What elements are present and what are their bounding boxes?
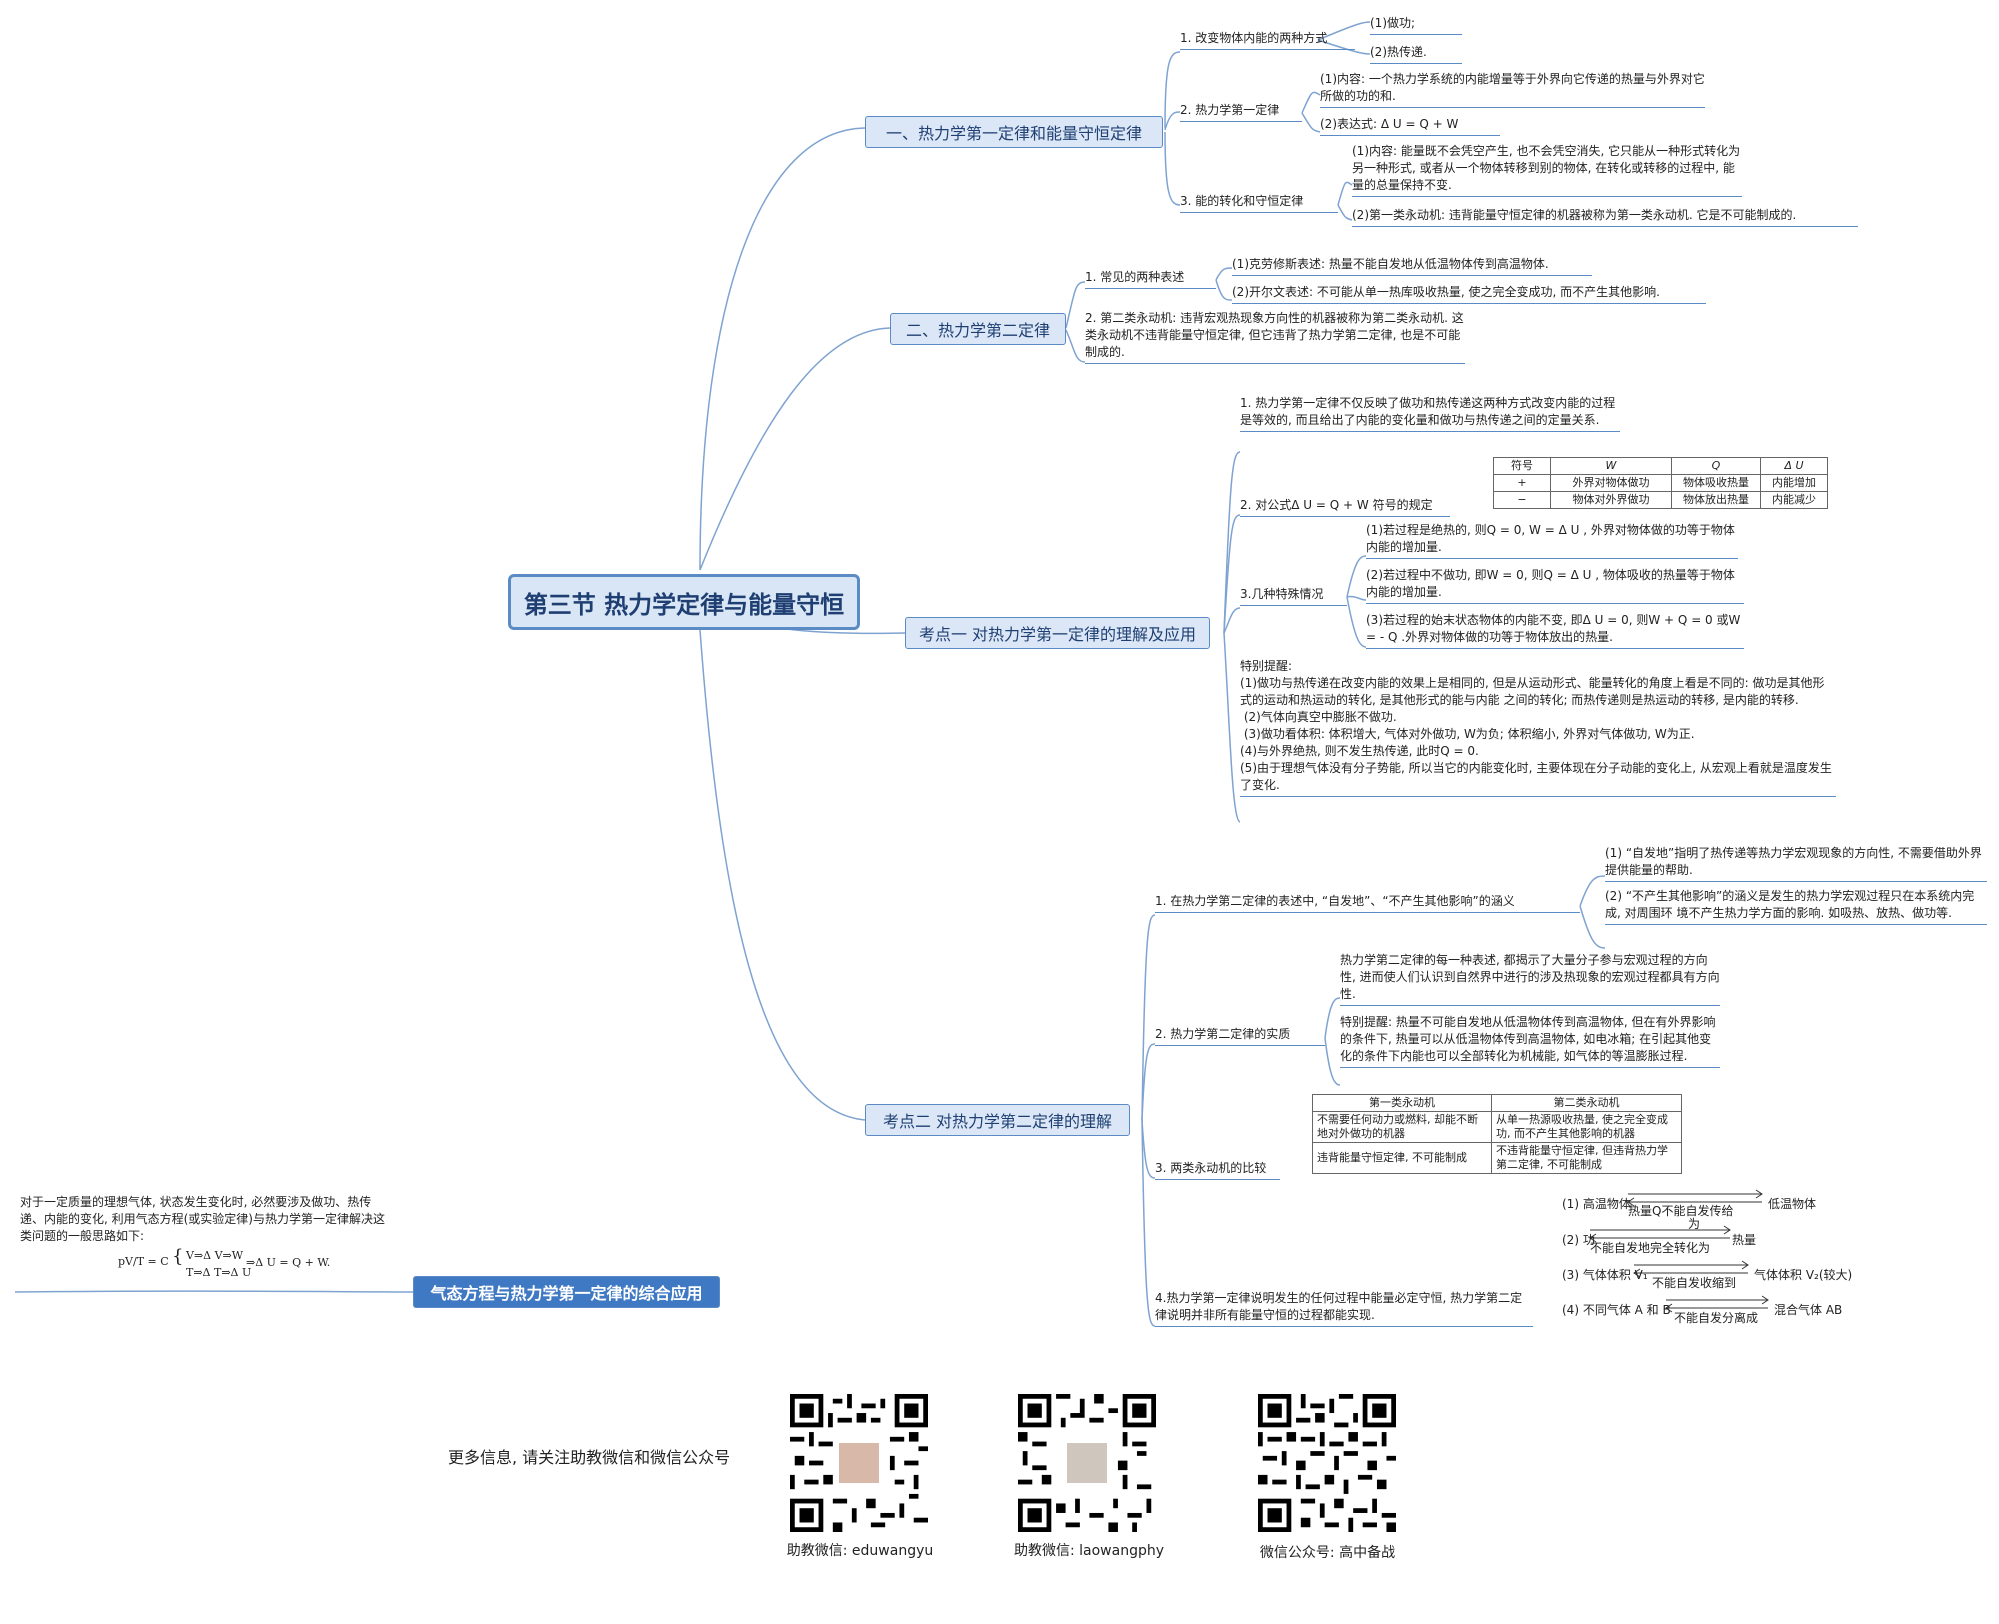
b3-c1[interactable]: 1. 热力学第一定律不仅反映了做功和热传递这两种方式改变内能的过程是等效的, 而… <box>1240 395 1620 432</box>
root-topic[interactable]: 第三节 热力学定律与能量守恒 <box>508 574 860 630</box>
branch-1-topic[interactable]: 一、热力学第一定律和能量守恒定律 <box>865 116 1163 148</box>
perpetual-motion-table: 第一类永动机 第二类永动机 不需要任何动力或燃料, 却能不断地对外做功的机器 从… <box>1312 1094 1682 1174</box>
formula-brace-left: { <box>172 1246 184 1267</box>
b4-c1-b[interactable]: (2) “不产生其他影响”的涵义是发生的热力学宏观过程只在本系统内完成, 对周围… <box>1605 888 1987 925</box>
branch-2-topic[interactable]: 二、热力学第二定律 <box>890 313 1066 345</box>
b3-c4-note[interactable]: 特别提醒: (1)做功与热传递在改变内能的效果上是相同的, 但是从运动形式、能量… <box>1240 658 1836 797</box>
b1-c3-a[interactable]: (1)内容: 能量既不会凭空产生, 也不会凭空消失, 它只能从一种形式转化为另一… <box>1352 143 1742 197</box>
formula-result: ⇒Δ U = Q + W. <box>246 1256 331 1269</box>
proc-4-to: 混合气体 AB <box>1774 1303 1843 1317</box>
b4-c2-label[interactable]: 2. 热力学第二定律的实质 <box>1155 1026 1325 1046</box>
table-cell: 外界对物体做功 <box>1550 474 1672 492</box>
table-header-row: 符号 W Q Δ U <box>1493 457 1828 475</box>
proc-3-from: (3) 气体体积 V₁ <box>1562 1268 1648 1282</box>
table-cell: − <box>1493 491 1551 509</box>
b3-c3-a[interactable]: (1)若过程是绝热的, 则Q = 0, W = Δ U , 外界对物体做的功等于… <box>1366 522 1738 559</box>
footer-text: 更多信息, 请关注助教微信和微信公众号 <box>448 1448 731 1467</box>
branch-5-topic[interactable]: 气态方程与热力学第一定律的综合应用 <box>413 1276 720 1308</box>
branch-3-topic[interactable]: 考点一 对热力学第一定律的理解及应用 <box>905 617 1210 649</box>
b3-c3-b[interactable]: (2)若过程中不做功, 即W = 0, 则Q = Δ U , 物体吸收的热量等于… <box>1366 567 1744 604</box>
table-cell: 物体放出热量 <box>1671 491 1761 509</box>
table-cell: + <box>1493 474 1551 492</box>
b3-c2-label[interactable]: 2. 对公式Δ U = Q + W 符号的规定 <box>1240 497 1450 517</box>
b4-c2-a[interactable]: 热力学第二定律的每一种表述, 都揭示了大量分子参与宏观过程的方向性, 进而使人们… <box>1340 952 1720 1006</box>
table-cell: 物体吸收热量 <box>1671 474 1761 492</box>
b1-c3-label[interactable]: 3. 能的转化和守恒定律 <box>1180 193 1338 213</box>
qr-code-3[interactable] <box>1258 1394 1396 1532</box>
b1-c3-b[interactable]: (2)第一类永动机: 违背能量守恒定律的机器被称为第一类永动机. 它是不可能制成… <box>1352 207 1858 227</box>
proc-2-arrow-label: 不能自发地完全转化为 <box>1590 1241 1711 1255</box>
qr-caption-2: 助教微信: laowangphy <box>1013 1543 1165 1559</box>
formula-lhs: pV/T = C <box>118 1255 169 1268</box>
proc-2-from: (2) 功 <box>1562 1233 1595 1247</box>
branch-4-topic[interactable]: 考点二 对热力学第二定律的理解 <box>865 1104 1130 1136</box>
proc-1-to: 低温物体 <box>1768 1197 1817 1211</box>
b3-c3-label[interactable]: 3.几种特殊情况 <box>1240 586 1347 606</box>
b1-c1-label[interactable]: 1. 改变物体内能的两种方式 <box>1180 30 1355 50</box>
table-row: + 外界对物体做功 物体吸收热量 内能增加 <box>1493 474 1828 492</box>
table-cell: 违背能量守恒定律, 不可能制成 <box>1312 1142 1492 1174</box>
b1-c2-b[interactable]: (2)表达式: Δ U = Q + W <box>1320 116 1500 136</box>
b3-c3-c[interactable]: (3)若过程的始末状态物体的内能不变, 即Δ U = 0, 则W + Q = 0… <box>1366 612 1744 649</box>
table-cell: Q <box>1671 457 1761 475</box>
qr-caption-1: 助教微信: eduwangyu <box>786 1543 934 1559</box>
table-cell: 第一类永动机 <box>1312 1094 1492 1112</box>
b2-c1-b[interactable]: (2)开尔文表述: 不可能从单一热库吸收热量, 使之完全变成功, 而不产生其他影… <box>1232 284 1706 304</box>
proc-2-to: 热量 <box>1732 1233 1757 1247</box>
table-cell: 物体对外界做功 <box>1550 491 1672 509</box>
formula-row-1: V⇒Δ V⇒W <box>186 1249 244 1262</box>
qr-caption-3: 微信公众号: 高中备战 <box>1259 1545 1396 1561</box>
proc-3-to: 气体体积 V₂(较大) <box>1754 1268 1853 1282</box>
b1-c1-a[interactable]: (1)做功; <box>1370 15 1462 35</box>
table-row: 不需要任何动力或燃料, 却能不断地对外做功的机器 从单一热源吸收热量, 使之完全… <box>1312 1111 1682 1143</box>
proc-1-from: (1) 高温物体 <box>1562 1197 1631 1211</box>
qr-code-1[interactable] <box>790 1394 928 1532</box>
table-cell: W <box>1550 457 1672 475</box>
b4-c3-label[interactable]: 3. 两类永动机的比较 <box>1155 1160 1280 1180</box>
b1-c2-label[interactable]: 2. 热力学第一定律 <box>1180 102 1302 122</box>
formula-row-2: T⇒Δ T⇒Δ U <box>186 1266 252 1279</box>
table-cell: 内能减少 <box>1760 491 1828 509</box>
table-cell: 内能增加 <box>1760 474 1828 492</box>
table-row: − 物体对外界做功 物体放出热量 内能减少 <box>1493 491 1828 509</box>
proc-4-arrow-label: 不能自发分离成 <box>1674 1311 1759 1325</box>
table-cell: 不需要任何动力或燃料, 却能不断地对外做功的机器 <box>1312 1111 1492 1143</box>
table-header-row: 第一类永动机 第二类永动机 <box>1312 1094 1682 1112</box>
sign-convention-table: 符号 W Q Δ U + 外界对物体做功 物体吸收热量 内能增加 − 物体对外界… <box>1493 457 1828 509</box>
b4-c2-b[interactable]: 特别提醒: 热量不可能自发地从低温物体传到高温物体, 但在有外界影响的条件下, … <box>1340 1014 1720 1068</box>
b2-c2[interactable]: 2. 第二类永动机: 违背宏观热现象方向性的机器被称为第二类永动机. 这类永动机… <box>1085 310 1465 364</box>
table-cell: Δ U <box>1760 457 1828 475</box>
table-cell: 符号 <box>1493 457 1551 475</box>
b1-c1-b[interactable]: (2)热传递. <box>1370 44 1462 64</box>
b4-c4-label[interactable]: 4.热力学第一定律说明发生的任何过程中能量必定守恒, 热力学第二定律说明并非所有… <box>1155 1290 1533 1327</box>
b4-c1-a[interactable]: (1) “自发地”指明了热传递等热力学宏观现象的方向性, 不需要借助外界提供能量… <box>1605 845 1987 882</box>
proc-3-arrow-label: 不能自发收缩到 <box>1652 1276 1737 1290</box>
b2-c1-a[interactable]: (1)克劳修斯表述: 热量不能自发地从低温物体传到高温物体. <box>1232 256 1592 276</box>
table-cell: 从单一热源吸收热量, 使之完全变成功, 而不产生其他影响的机器 <box>1491 1111 1682 1143</box>
b5-text[interactable]: 对于一定质量的理想气体, 状态发生变化时, 必然要涉及做功、热传递、内能的变化,… <box>20 1195 385 1243</box>
table-cell: 第二类永动机 <box>1491 1094 1682 1112</box>
table-row: 违背能量守恒定律, 不可能制成 不违背能量守恒定律, 但违背热力学第二定律, 不… <box>1312 1142 1682 1174</box>
b2-c1-label[interactable]: 1. 常见的两种表述 <box>1085 269 1216 289</box>
proc-4-from: (4) 不同气体 A 和 B <box>1562 1303 1671 1317</box>
b4-c1-label[interactable]: 1. 在热力学第二定律的表述中, “自发地”、“不产生其他影响”的涵义 <box>1155 893 1580 913</box>
proc-2-mark: 为 <box>1688 1217 1701 1231</box>
proc-1-arrow-label: 热量Q不能自发传给 <box>1628 1204 1734 1218</box>
b1-c2-a[interactable]: (1)内容: 一个热力学系统的内能增量等于外界向它传递的热量与外界对它所做的功的… <box>1320 71 1705 108</box>
table-cell: 不违背能量守恒定律, 但违背热力学第二定律, 不可能制成 <box>1491 1142 1682 1174</box>
qr-code-2[interactable] <box>1018 1394 1156 1532</box>
